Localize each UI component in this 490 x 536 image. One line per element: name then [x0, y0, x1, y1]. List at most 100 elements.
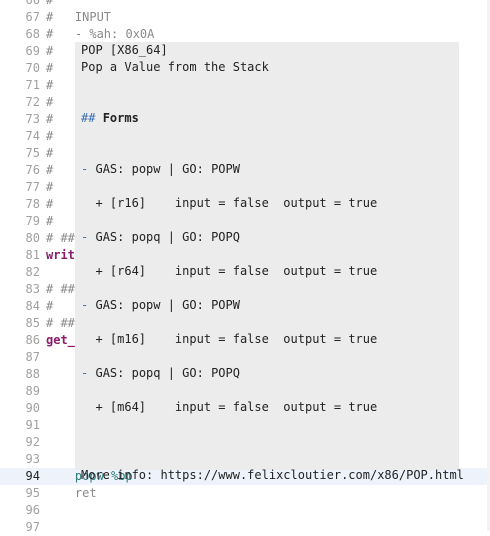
- code-line[interactable]: 77 #: [0, 179, 490, 196]
- line-text[interactable]: #: [46, 95, 54, 109]
- line-number: 75: [25, 146, 40, 160]
- line-text[interactable]: #: [46, 129, 54, 143]
- line-text[interactable]: #: [46, 180, 54, 194]
- popup-title: POP [X86_64]: [81, 43, 168, 57]
- bullet-marker: -: [81, 162, 89, 176]
- line-number: 90: [25, 401, 40, 415]
- code-line[interactable]: 95 ret: [0, 485, 490, 502]
- line-text[interactable]: #: [46, 61, 54, 75]
- code-line[interactable]: 83 # ##: [0, 281, 490, 298]
- code-line[interactable]: 75 #: [0, 145, 490, 162]
- form-detail: + [r64] input = false output = true: [81, 263, 453, 280]
- line-text[interactable]: #: [46, 0, 54, 7]
- bullet-marker: -: [81, 366, 89, 380]
- code-line[interactable]: 89: [0, 383, 490, 400]
- code-line-current[interactable]: 94 popw %bp: [0, 468, 490, 485]
- line-text[interactable]: # ##: [46, 316, 75, 330]
- line-number: 85: [25, 316, 40, 330]
- code-line[interactable]: 96: [0, 502, 490, 519]
- form-header: - GAS: popq | GO: POPQ: [81, 229, 453, 246]
- form-detail: + [r16] input = false output = true: [81, 195, 453, 212]
- code-line[interactable]: 72 #: [0, 94, 490, 111]
- hover-documentation-popup[interactable]: POP [X86_64] Pop a Value from the Stack …: [75, 42, 464, 482]
- line-number: 68: [25, 27, 40, 41]
- line-number: 88: [25, 367, 40, 381]
- code-line[interactable]: 93: [0, 451, 490, 468]
- line-number: 92: [25, 435, 40, 449]
- line-number: 67: [25, 10, 40, 24]
- form-header-text: GAS: popq | GO: POPQ: [95, 230, 240, 244]
- code-line[interactable]: 67 # INPUT: [0, 9, 490, 26]
- line-number: 77: [25, 180, 40, 194]
- line-text[interactable]: #: [46, 112, 54, 126]
- code-line[interactable]: 73#: [0, 111, 490, 128]
- line-text[interactable]: #: [46, 163, 54, 177]
- code-line[interactable]: 66#: [0, 0, 490, 9]
- form-header-text: GAS: popw | GO: POPW: [95, 298, 240, 312]
- code-line[interactable]: 97: [0, 519, 490, 536]
- line-number: 81: [25, 248, 40, 262]
- code-line[interactable]: 74#: [0, 128, 490, 145]
- form-header: - GAS: popw | GO: POPW: [81, 161, 453, 178]
- form-detail-text: + [r16] input = false output = true: [95, 196, 378, 210]
- code-line[interactable]: 91: [0, 417, 490, 434]
- more-info-link[interactable]: More info: https://www.felixcloutier.com…: [81, 468, 464, 482]
- code-line[interactable]: 88: [0, 366, 490, 383]
- line-text[interactable]: #: [46, 146, 54, 160]
- line-text[interactable]: # INPUT: [46, 10, 112, 24]
- code-line[interactable]: 79#: [0, 213, 490, 230]
- form-header: - GAS: popq | GO: POPQ: [81, 365, 453, 382]
- form-header: - GAS: popw | GO: POPW: [81, 297, 453, 314]
- code-line[interactable]: 82: [0, 264, 490, 281]
- form-detail-text: + [r64] input = false output = true: [95, 264, 378, 278]
- line-number: 76: [25, 163, 40, 177]
- line-number: 83: [25, 282, 40, 296]
- line-number: 78: [25, 197, 40, 211]
- line-number: 87: [25, 350, 40, 364]
- code-line[interactable]: 71#: [0, 77, 490, 94]
- line-text[interactable]: # ##: [46, 282, 75, 296]
- code-line[interactable]: 84 #: [0, 298, 490, 315]
- bullet-marker: -: [81, 230, 89, 244]
- line-text[interactable]: # - %ah: 0x0A: [46, 27, 155, 41]
- line-text[interactable]: #: [46, 299, 54, 313]
- bullet-marker: -: [81, 298, 89, 312]
- code-line[interactable]: 81 writ: [0, 247, 490, 264]
- code-line[interactable]: 69 #: [0, 43, 490, 60]
- code-line[interactable]: 78 #: [0, 196, 490, 213]
- line-number: 91: [25, 418, 40, 432]
- code-line[interactable]: 68 # - %ah: 0x0A: [0, 26, 490, 43]
- code-line[interactable]: 87: [0, 349, 490, 366]
- line-text[interactable]: #: [46, 197, 54, 211]
- code-line[interactable]: 92: [0, 434, 490, 451]
- code-line[interactable]: 80# ##: [0, 230, 490, 247]
- code-line[interactable]: 85 # ##: [0, 315, 490, 332]
- line-text[interactable]: # ##: [46, 231, 75, 245]
- line-text[interactable]: get_: [46, 333, 75, 347]
- code-line[interactable]: 86 get_: [0, 332, 490, 349]
- popup-subtitle: Pop a Value from the Stack: [81, 60, 269, 74]
- line-number: 72: [25, 95, 40, 109]
- code-line[interactable]: 70 #: [0, 60, 490, 77]
- line-number: 69: [25, 44, 40, 58]
- form-detail: + [m64] input = false output = true: [81, 399, 453, 416]
- line-text[interactable]: popw %bp: [46, 469, 133, 483]
- forms-heading-text: Forms: [102, 111, 139, 125]
- scrollbar-track[interactable]: [487, 0, 490, 531]
- form-header-text: GAS: popw | GO: POPW: [95, 162, 240, 176]
- line-text[interactable]: ret: [46, 486, 97, 500]
- line-number: 84: [25, 299, 40, 313]
- form-detail: + [m16] input = false output = true: [81, 331, 453, 348]
- line-number: 89: [25, 384, 40, 398]
- code-line[interactable]: 90: [0, 400, 490, 417]
- form-detail-text: + [m16] input = false output = true: [95, 332, 378, 346]
- line-text[interactable]: #: [46, 44, 54, 58]
- line-number: 70: [25, 61, 40, 75]
- line-text[interactable]: #: [46, 78, 54, 92]
- line-text[interactable]: writ: [46, 248, 75, 262]
- code-line[interactable]: 76 #: [0, 162, 490, 179]
- line-text[interactable]: #: [46, 214, 54, 228]
- line-number: 82: [25, 265, 40, 279]
- line-number: 86: [25, 333, 40, 347]
